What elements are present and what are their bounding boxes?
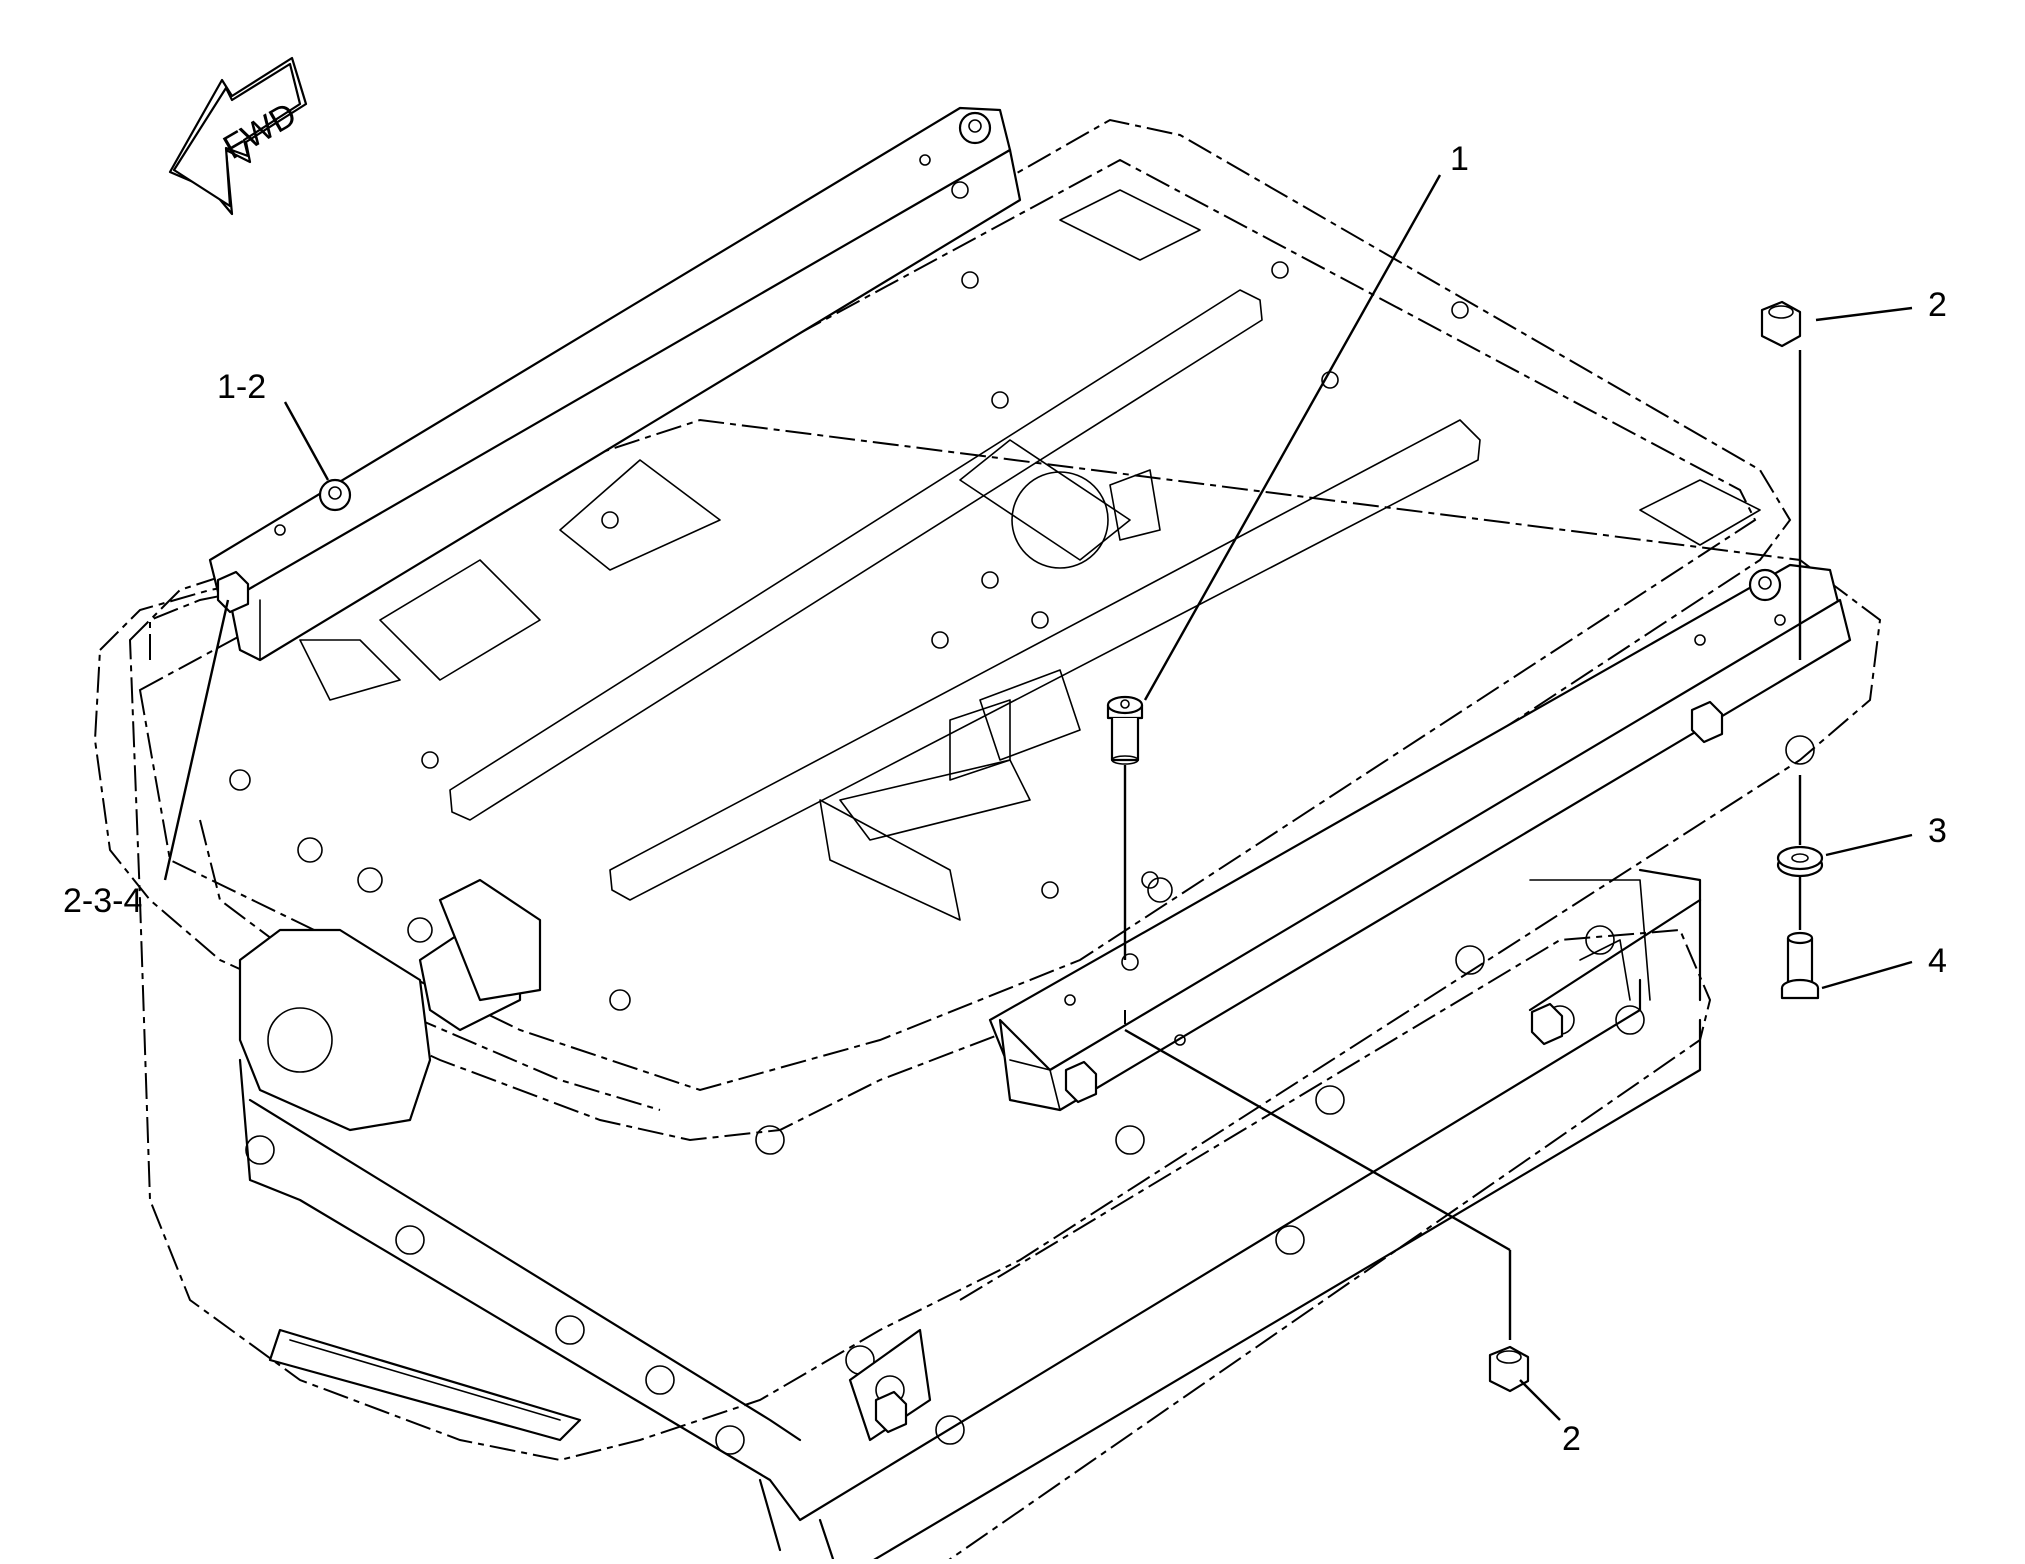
callout-part-2-lower: 2: [1562, 1420, 1581, 1458]
callout-parts-1-2: 1-2: [217, 368, 266, 406]
forward-arrow-icon: FWD: [168, 56, 308, 216]
bolt-part-1: [1106, 695, 1144, 765]
nut-part-2-upper: [1760, 300, 1802, 348]
callout-part-2-upper: 2: [1928, 286, 1947, 324]
seat-base-outline: [128, 418, 1882, 1564]
callout-part-1: 1: [1450, 140, 1469, 178]
nut-part-2-lower: [1488, 1345, 1530, 1393]
left-seat-rail: [208, 106, 1022, 662]
installed-fasteners: [216, 111, 1782, 1434]
bolt-part-4: [1780, 931, 1820, 1000]
callout-part-3: 3: [1928, 812, 1947, 850]
callout-leaders: [163, 174, 1913, 1421]
right-seat-rail: [988, 563, 1852, 1112]
washer-part-3: [1776, 845, 1824, 878]
seat-pan-slots: [299, 189, 1761, 921]
callout-parts-2-3-4: 2-3-4: [63, 882, 142, 920]
adjust-knob: [238, 878, 542, 1132]
callout-part-4: 4: [1928, 942, 1947, 980]
callout-labels: 1 2 3 4 2 1-2 2-3-4: [63, 140, 1947, 1458]
assembly-centerlines: [1123, 350, 1802, 1340]
